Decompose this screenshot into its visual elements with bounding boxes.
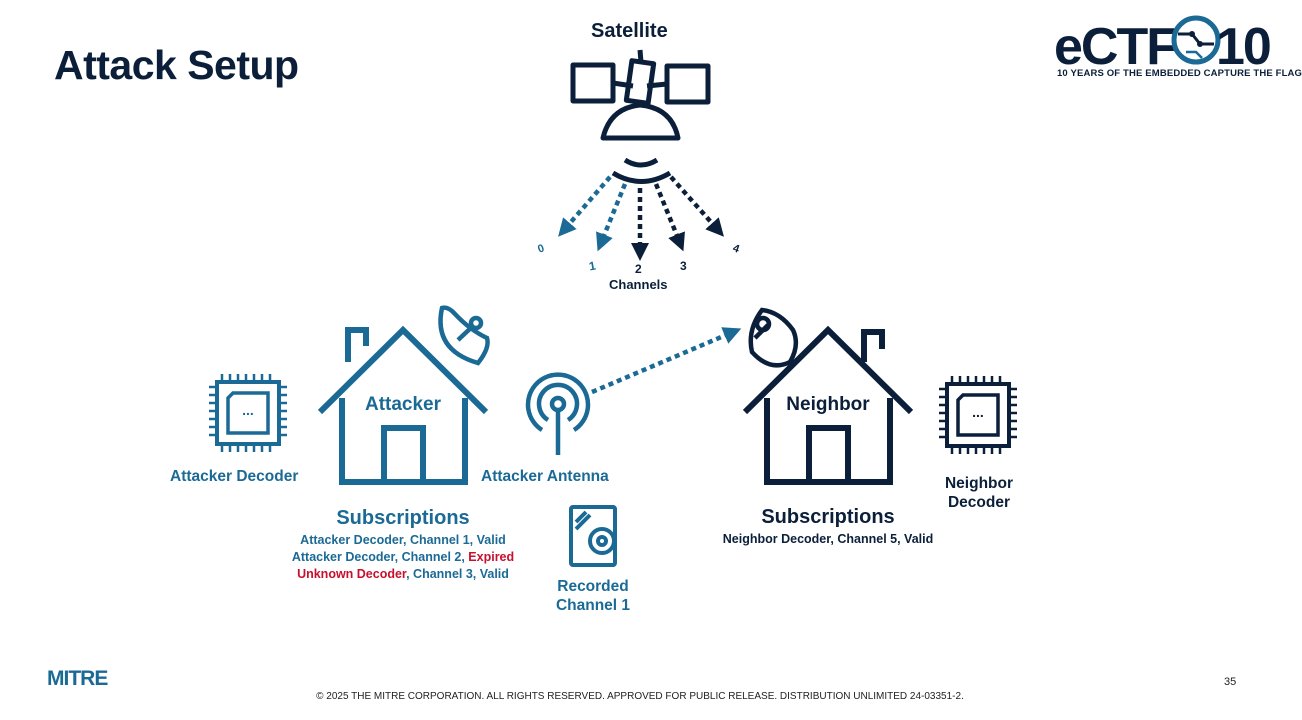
neighbor-house-icon: [742, 325, 914, 485]
ectf-logo: eCTF 10: [1054, 15, 1272, 76]
attacker-subscriptions-list: Attacker Decoder, Channel 1, Valid Attac…: [253, 532, 553, 583]
channel-arrows: [558, 175, 724, 261]
attacker-sub-2-status: Expired: [468, 550, 515, 564]
neighbor-decoder-label: Neighbor Decoder: [919, 474, 1039, 512]
channels-label: Channels: [609, 277, 668, 292]
recorded-line-2: Channel 1: [555, 597, 631, 614]
attacker-antenna-icon: [525, 372, 591, 455]
neighbor-subscriptions-title: Subscriptions: [761, 506, 895, 528]
attacker-house-icon: [317, 325, 489, 485]
circuit-zero-icon: [1171, 15, 1221, 65]
attacker-house-label: Attacker: [364, 394, 442, 415]
recorded-channel-label: Recorded Channel 1: [533, 577, 653, 615]
ectf-logo-text: eCTF: [1054, 18, 1176, 76]
attacker-sub-3: Unknown Decoder, Channel 3, Valid: [253, 566, 553, 583]
recorded-line-1: Recorded: [557, 578, 629, 595]
page-number: 35: [1224, 676, 1237, 688]
neighbor-chip-text: ...: [972, 404, 984, 420]
attacker-sub-2: Attacker Decoder, Channel 2, Expired: [253, 549, 553, 566]
neighbor-subscriptions-list: Neighbor Decoder, Channel 5, Valid: [678, 531, 978, 548]
attacker-sub-1: Attacker Decoder, Channel 1, Valid: [300, 533, 506, 547]
attacker-decoder-label: Attacker Decoder: [170, 468, 299, 485]
channel-0-arrow: [558, 175, 612, 237]
mitre-logo: MITRE: [47, 667, 108, 690]
neighbor-satellite-dish-icon: [748, 307, 799, 368]
channel-3-arrow: [653, 183, 685, 252]
neighbor-house-label: Neighbor: [786, 394, 870, 415]
recorded-disk-icon: [569, 505, 617, 567]
satellite-label: Satellite: [591, 20, 668, 42]
attacker-subscriptions-title: Subscriptions: [336, 507, 470, 529]
neighbor-decoder-chip-icon: [939, 376, 1017, 454]
attacker-decoder-chip-icon: [209, 374, 287, 452]
channel-4-arrow: [669, 175, 724, 237]
satellite-icon: [570, 49, 711, 184]
attacker-sub-3-rest: , Channel 3, Valid: [406, 567, 509, 581]
antenna-to-neighbor-arrow: [591, 327, 742, 395]
ectf-logo-ten: 10: [1216, 18, 1270, 76]
slide-title: Attack Setup: [54, 42, 299, 88]
attacker-sub-2-prefix: Attacker Decoder, Channel 2,: [291, 550, 469, 564]
neighbor-sub-1: Neighbor Decoder, Channel 5, Valid: [722, 532, 934, 546]
channel-1-arrow: [596, 183, 628, 252]
neighbor-decoder-line-1: Neighbor: [944, 475, 1014, 492]
channel-3-label: 3: [680, 259, 687, 273]
footer-copyright: © 2025 THE MITRE CORPORATION. ALL RIGHTS…: [316, 691, 964, 702]
attacker-sub-3-decoder: Unknown Decoder: [297, 567, 407, 581]
logo-tagline: 10 YEARS OF THE EMBEDDED CAPTURE THE FLA…: [1057, 68, 1302, 79]
neighbor-decoder-line-2: Decoder: [947, 494, 1011, 511]
attacker-satellite-dish-icon: [438, 305, 490, 366]
attacker-chip-text: ...: [242, 402, 254, 418]
channel-2-label: 2: [635, 262, 642, 276]
attacker-antenna-label: Attacker Antenna: [481, 468, 609, 485]
